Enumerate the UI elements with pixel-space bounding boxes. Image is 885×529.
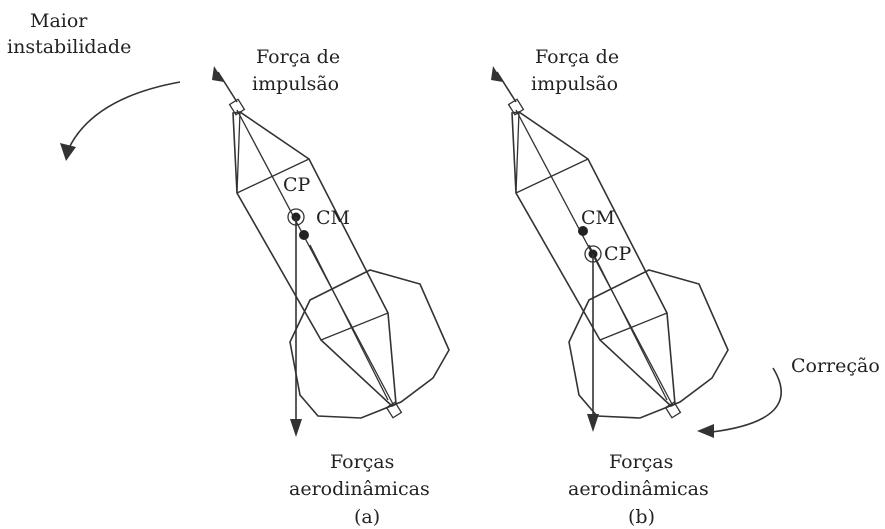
caption-a: (a) [354, 506, 380, 528]
cm-marker-dot-b [578, 226, 588, 236]
rocket-band-upper-b [515, 158, 589, 194]
rocket-fin-b [568, 269, 729, 419]
cm-label-b: CM [581, 207, 615, 229]
panel-a: Maior instabilidade Força de impulsão CP… [7, 10, 450, 528]
thrust-arrowhead-b [491, 66, 503, 82]
aero-label-line1-b: Forças [609, 451, 673, 473]
thrust-arrow [217, 71, 238, 103]
caption-b: (b) [628, 506, 655, 528]
tail-square-b [664, 401, 682, 419]
instability-label-line2: instabilidade [7, 36, 131, 58]
thrust-label-line1: Força de [256, 46, 340, 68]
aero-label-line2: aerodinâmicas [289, 478, 430, 500]
inner-axis [309, 244, 389, 401]
aero-force-arrowhead [290, 419, 302, 437]
aero-force-arrowhead-b [587, 414, 599, 432]
tail-square [385, 401, 403, 419]
aero-label-line1: Forças [330, 451, 394, 473]
cp-label: CP [283, 174, 311, 196]
thrust-arrowhead [212, 66, 224, 82]
rocket-axis [236, 109, 395, 407]
rocket-fin [289, 269, 450, 419]
instability-label-line1: Maior [30, 10, 88, 32]
rocket-band-lower-b [599, 312, 668, 341]
rocket-band-upper [236, 158, 310, 194]
aero-label-line2-b: aerodinâmicas [568, 478, 709, 500]
instability-arrowhead [60, 143, 76, 161]
correction-label: Correção [791, 355, 880, 377]
panel-b: Força de impulsão CM CP Correção Forças … [491, 46, 880, 528]
rocket-body [232, 111, 397, 407]
thrust-label-line2: impulsão [252, 73, 339, 95]
cm-marker-dot [299, 230, 309, 240]
thrust-arrow-b [496, 71, 517, 103]
thrust-label-line2-b: impulsão [531, 73, 618, 95]
correction-arrow [711, 367, 782, 433]
rocket-band-lower [320, 312, 389, 341]
cp-label-b: CP [604, 243, 632, 265]
instability-arrow [67, 81, 181, 151]
cm-label: CM [316, 207, 350, 229]
thrust-label-line1-b: Força de [535, 46, 619, 68]
nose-line [236, 111, 241, 194]
inner-axis-b [588, 244, 668, 401]
nose-line-b [515, 111, 520, 194]
correction-arrowhead [697, 424, 714, 438]
